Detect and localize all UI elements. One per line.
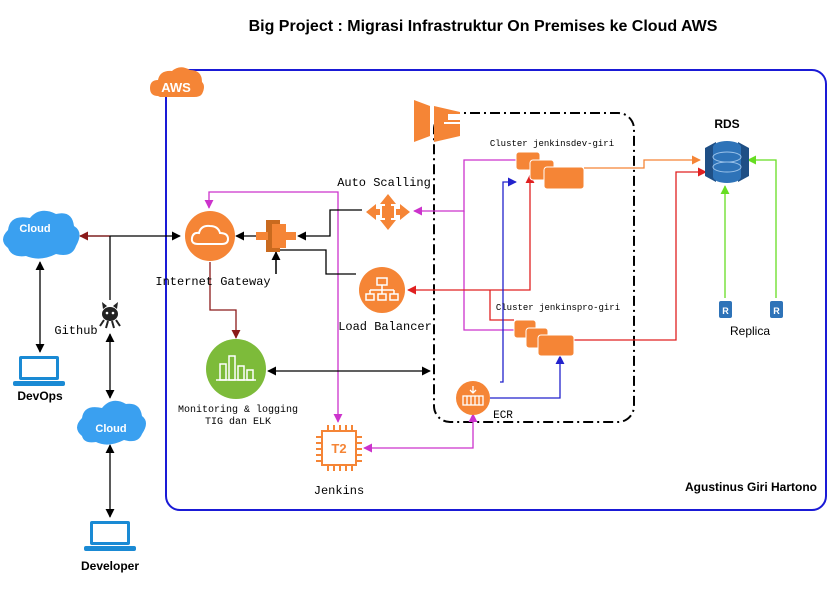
database-icon [705, 141, 749, 183]
replica-node: R R Replica [719, 301, 783, 338]
rds-label: RDS [714, 117, 739, 131]
replica-db-icon: R [770, 301, 783, 318]
cluster-dev-node: Cluster jenkinsdev-giri [490, 139, 614, 190]
aws-cloud-boundary [165, 69, 827, 511]
cloud-icon [190, 224, 230, 245]
aws-badge: AWS [150, 67, 204, 97]
author-label: Agustinus Giri Hartono [685, 480, 817, 494]
link-lb-clusterpro [489, 290, 514, 321]
link-ecr-clusterdev [500, 177, 517, 383]
replica-glyph: R [773, 306, 780, 316]
auto-scaling-icon [366, 194, 410, 230]
laptop-icon [84, 521, 136, 551]
aws-badge-label: AWS [161, 80, 191, 95]
monitoring-node: Monitoring & logging TIG dan ELK [178, 339, 298, 428]
bar-chart-icon [216, 355, 256, 381]
laptop-icon [13, 356, 65, 386]
link-lb-clusters [407, 174, 535, 295]
nat-router-icon [256, 220, 296, 252]
cloud-left-node: Cloud [3, 210, 80, 259]
cloud-left-label: Cloud [19, 223, 50, 235]
link-lb-router [275, 249, 356, 275]
devops-label: DevOps [17, 389, 63, 403]
load-balancer-node: Load Balancer [338, 267, 432, 334]
link-clusterdev-rds [584, 155, 701, 169]
cloud-icon [77, 400, 146, 445]
cluster-pro-label: Cluster jenkinspro-giri [496, 303, 620, 313]
link-igw-monitoring [209, 262, 241, 339]
ec2-chip-icon: T2 [316, 425, 362, 471]
ecs-container-icon [515, 151, 585, 190]
github-label: Github [54, 324, 97, 338]
replica-db-icon: R [719, 301, 732, 318]
monitoring-label-line1: Monitoring & logging [178, 404, 298, 416]
hierarchy-icon [365, 277, 399, 301]
link-ecr-clusterpro [490, 355, 565, 399]
link-clusterpro-rds [574, 167, 707, 341]
load-balancer-label: Load Balancer [338, 320, 432, 334]
diagram-title: Big Project : Migrasi Infrastruktur On P… [249, 18, 718, 35]
link-replica2-rds [747, 155, 777, 298]
auto-scalling-node: Auto Scalling [337, 176, 431, 230]
jenkins-chip-label: T2 [331, 441, 346, 456]
link-igw-jenkins [204, 191, 343, 423]
cloud-dev-node: Cloud [77, 400, 146, 445]
github-octocat-icon [99, 302, 121, 329]
internet-gateway-label: Internet Gateway [155, 275, 270, 289]
cluster-pro-node: Cluster jenkinspro-giri [496, 303, 620, 357]
container-registry-icon [462, 386, 484, 406]
ecs-icon [414, 100, 460, 142]
jenkins-label: Jenkins [314, 484, 364, 498]
github-node: Github [54, 302, 121, 338]
ecr-label: ECR [493, 410, 513, 422]
devops-node: DevOps [13, 356, 65, 403]
monitoring-label-line2: TIG dan ELK [205, 416, 271, 428]
replica-label: Replica [730, 324, 770, 338]
jenkins-node: T2 Jenkins [314, 425, 364, 498]
developer-label: Developer [81, 559, 139, 573]
developer-node: Developer [81, 521, 139, 573]
internet-gateway-node: Internet Gateway [155, 211, 271, 289]
ecr-node: ECR [456, 381, 513, 422]
cloud-icon [3, 210, 80, 259]
link-ecr-jenkins [363, 413, 478, 453]
ecs-container-icon [513, 319, 575, 357]
cloud-dev-label: Cloud [95, 423, 126, 435]
rds-node: RDS [705, 117, 749, 183]
cluster-dev-label: Cluster jenkinsdev-giri [490, 139, 614, 149]
auto-scalling-label: Auto Scalling [337, 176, 431, 190]
link-as-router [297, 209, 362, 241]
replica-glyph: R [722, 306, 729, 316]
